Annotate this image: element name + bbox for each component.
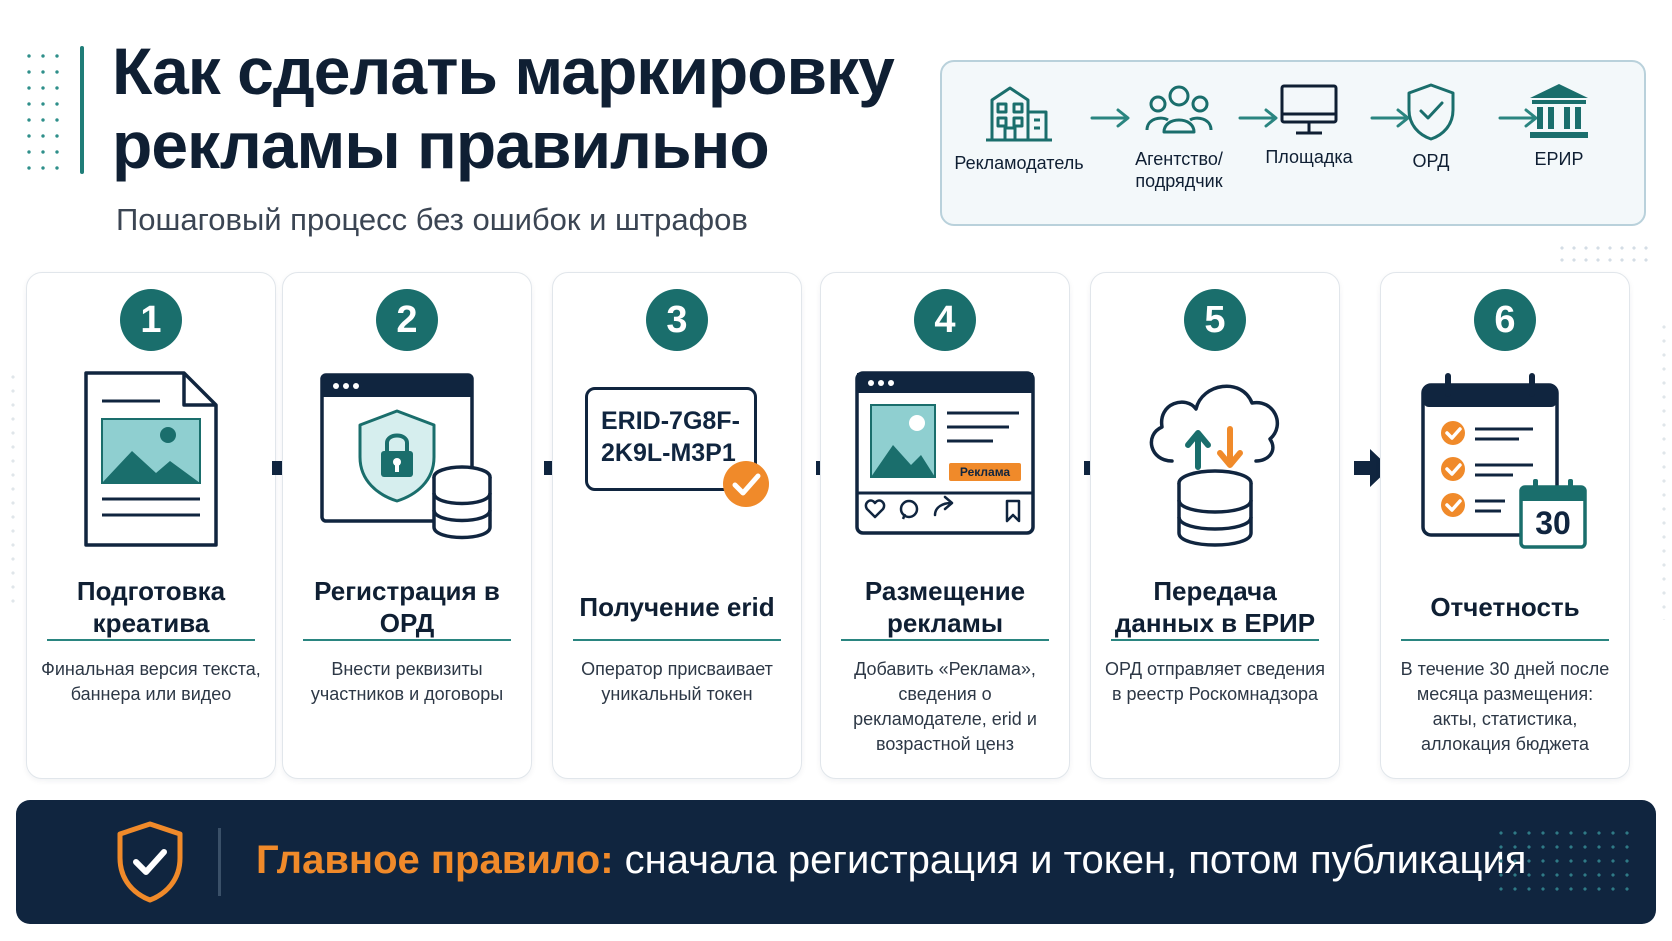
- ad-label-badge: Реклама: [959, 465, 1011, 479]
- flow-item-agency: Агентство/ подрядчик: [1114, 82, 1244, 192]
- divider: [573, 639, 781, 641]
- page-title: Как сделать маркировку рекламы правильно: [112, 34, 895, 182]
- step-number: 1: [120, 289, 182, 351]
- step-card-3: 3 ERID-7G8F-2K9L-M3P1 Получение erid Опе…: [552, 272, 802, 779]
- divider: [1111, 639, 1319, 641]
- page-subtitle: Пошаговый процесс без ошибок и штрафов: [116, 202, 748, 237]
- step-card-5: 5 Передача данных в ЕРИР ОРД отправляет …: [1090, 272, 1340, 779]
- browser-shield-lock-icon: [283, 369, 531, 559]
- flow-label: Рекламодатель: [954, 153, 1084, 173]
- erid-token: ERID-7G8F-2K9L-M3P1: [601, 407, 740, 467]
- arrow-right-icon: [1498, 108, 1538, 128]
- step-description: Внести реквизиты участников и договоры: [310, 659, 504, 704]
- step-description: Оператор присваивает уникальный токен: [581, 659, 773, 704]
- step-title: Регистрация в ОРД: [314, 576, 500, 638]
- flow-item-platform: Площадка: [1244, 82, 1374, 168]
- flow-label: ЕРИР: [1534, 149, 1584, 169]
- flow-item-advertiser: Рекламодатель: [954, 82, 1084, 174]
- decorative-dots: [1556, 242, 1656, 270]
- step-description: В течение 30 дней после месяца размещени…: [1400, 659, 1610, 754]
- checklist-calendar-icon: 30: [1381, 369, 1629, 559]
- people-icon: [1114, 82, 1244, 140]
- divider: [1401, 639, 1609, 641]
- step-title: Подготовка креатива: [76, 576, 226, 638]
- step-title: Получение erid: [579, 592, 775, 622]
- calendar-day: 30: [1535, 505, 1571, 541]
- step-card-2: 2 Регистрация в ОРД Внести реквизиты уча…: [282, 272, 532, 779]
- main-rule-statement: сначала регистрация и токен, потом публи…: [624, 838, 1527, 882]
- main-rule-banner: Главное правило: сначала регистрация и т…: [16, 800, 1656, 924]
- decorative-dots: [1494, 826, 1634, 896]
- step-number: 5: [1184, 289, 1246, 351]
- step-title: Отчетность: [1430, 592, 1580, 622]
- divider: [218, 828, 221, 896]
- flow-item-erir: ЕРИР: [1494, 82, 1624, 170]
- flow-label: Площадка: [1265, 147, 1353, 167]
- participants-flow: Рекламодатель Агентство/ подрядчик: [940, 60, 1646, 226]
- step-card-4: 4 Реклама Размещен: [820, 272, 1070, 779]
- shield-check-icon: [114, 820, 186, 909]
- flow-label: Агентство/ подрядчик: [1135, 149, 1223, 191]
- document-image-icon: [27, 369, 275, 559]
- step-card-1: 1 Подготовка креатива Финальная версия т…: [26, 272, 276, 779]
- flow-item-ord: ОРД: [1366, 82, 1496, 172]
- main-rule-text: Главное правило: сначала регистрация и т…: [256, 832, 1526, 888]
- main-rule-key: Главное правило:: [256, 838, 614, 882]
- shield-check-icon: [1366, 82, 1496, 142]
- step-description: ОРД отправляет сведения в реестр Роскомн…: [1105, 659, 1325, 704]
- divider: [841, 639, 1049, 641]
- step-title: Размещение рекламы: [864, 576, 1026, 638]
- step-card-6: 6: [1380, 272, 1630, 779]
- arrow-right-icon: [1354, 449, 1390, 487]
- monitor-icon: [1244, 82, 1374, 138]
- step-description: Финальная версия текста, баннера или вид…: [41, 659, 261, 704]
- step-number: 6: [1474, 289, 1536, 351]
- token-card-icon: ERID-7G8F-2K9L-M3P1: [553, 369, 801, 559]
- arrow-right-icon: [1238, 108, 1278, 128]
- step-description: Добавить «Реклама», сведения о рекламода…: [853, 659, 1037, 754]
- flow-label: ОРД: [1412, 151, 1450, 171]
- step-number: 4: [914, 289, 976, 351]
- institution-icon: [1494, 82, 1624, 140]
- check-badge-icon: [723, 461, 769, 507]
- divider: [303, 639, 511, 641]
- divider: [47, 639, 255, 641]
- building-icon: [954, 82, 1084, 144]
- decorative-dots: [22, 48, 66, 176]
- arrow-right-icon: [1370, 108, 1410, 128]
- title-accent-bar: [80, 46, 84, 174]
- decorative-dots: [1658, 320, 1670, 620]
- step-title: Передача данных в ЕРИР: [1114, 576, 1316, 638]
- step-number: 2: [376, 289, 438, 351]
- decorative-dots: [8, 370, 18, 610]
- step-number: 3: [646, 289, 708, 351]
- arrow-right-icon: [1090, 108, 1130, 128]
- cloud-sync-icon: [1091, 369, 1339, 559]
- ad-post-icon: Реклама: [821, 369, 1069, 559]
